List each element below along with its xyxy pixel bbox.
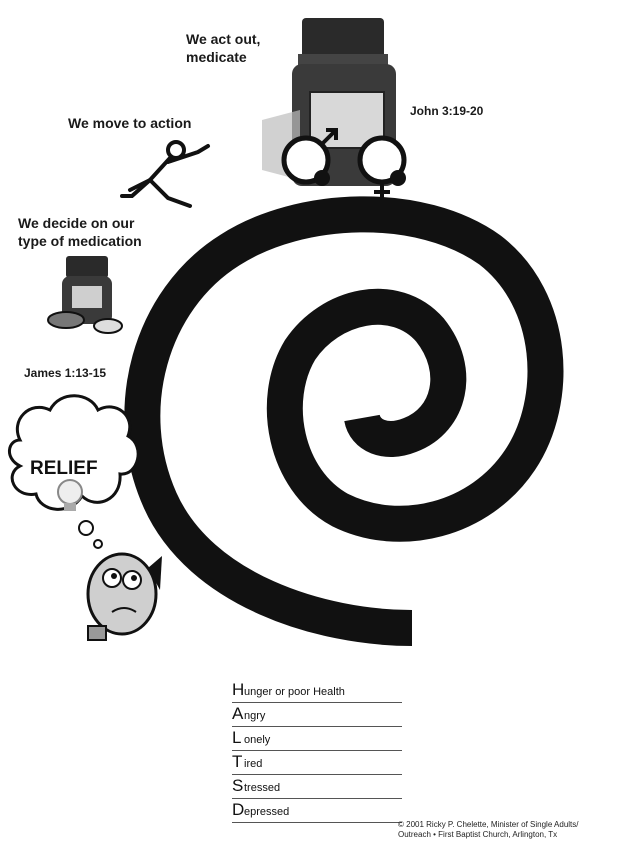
- act-out-label: We act out, medicate: [186, 30, 260, 66]
- halt-letter: S: [232, 776, 244, 796]
- halt-text: epressed: [244, 806, 289, 818]
- runner-icon: [122, 142, 208, 206]
- halt-letter: A: [232, 704, 244, 724]
- halt-letter: D: [232, 800, 244, 820]
- halt-text: ired: [244, 758, 262, 770]
- halt-row: T ired: [232, 752, 402, 775]
- james-label: James 1:13-15: [24, 364, 106, 382]
- move-label: We move to action: [68, 114, 191, 132]
- halt-text: onely: [244, 734, 270, 746]
- halt-letter: L: [232, 728, 244, 748]
- halt-row: S tressed: [232, 776, 402, 799]
- halt-text: ngry: [244, 710, 265, 722]
- relief-text: RELIEF: [30, 458, 98, 479]
- halt-row: D epressed: [232, 800, 402, 823]
- halt-letter: H: [232, 680, 244, 700]
- halt-list: H unger or poor Health A ngry L onely T …: [232, 680, 402, 824]
- halt-row: L onely: [232, 728, 402, 751]
- copyright-note: © 2001 Ricky P. Chelette, Minister of Si…: [398, 820, 634, 840]
- john-label: John 3:19-20: [410, 102, 483, 120]
- death-text: DEATH: [343, 389, 383, 403]
- halt-row: H unger or poor Health: [232, 680, 402, 703]
- worried-face-icon: [88, 554, 162, 640]
- halt-text: tressed: [244, 782, 280, 794]
- decide-label: We decide on our type of medication: [18, 214, 142, 250]
- halt-text: unger or poor Health: [244, 686, 345, 698]
- spiral-path: [142, 214, 545, 628]
- halt-row: A ngry: [232, 704, 402, 727]
- pill-bottle-small-icon: [48, 256, 122, 333]
- halt-letter: T: [232, 752, 244, 772]
